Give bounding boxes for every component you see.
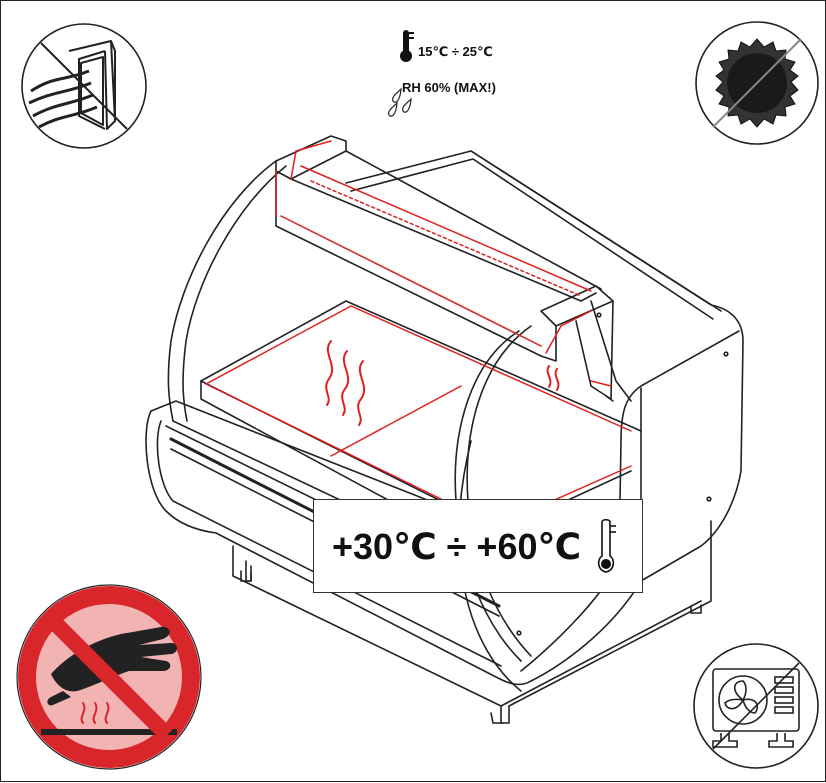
ambient-temperature-range: 15℃ ÷ 25℃ [418,44,493,59]
operating-temperature-range: +30℃ ÷ +60℃ [332,526,582,567]
no-ac-unit-nearby-icon [693,643,819,769]
heat-waves-icon [325,340,560,426]
no-touch-hot-surface-icon [16,584,202,770]
water-drops-icon [388,87,412,117]
no-draft-window-icon [21,23,147,149]
operating-temperature-box: +30℃ ÷ +60℃ [313,499,643,593]
ambient-humidity: RH 60% (MAX!) [402,80,496,95]
thermometer-icon [400,30,414,62]
thermometer-outline-icon [597,518,616,573]
no-sun-icon [695,21,819,145]
